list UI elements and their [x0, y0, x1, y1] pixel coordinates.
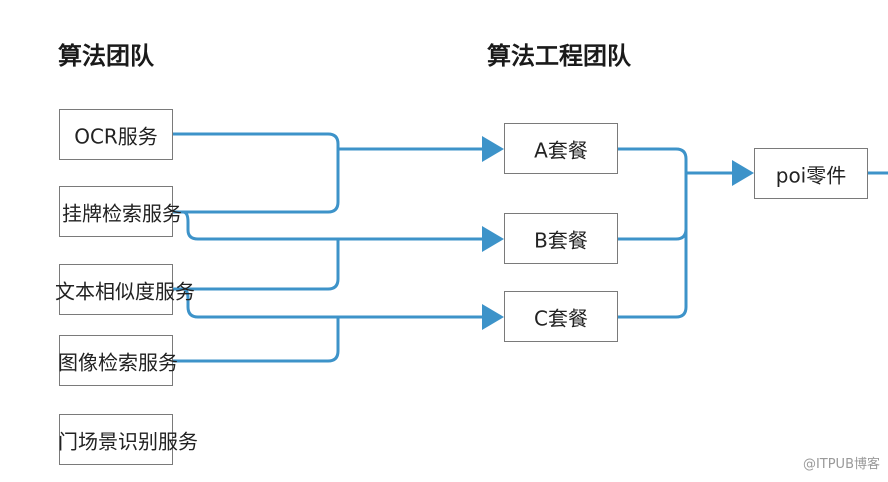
arrowhead-c [482, 304, 504, 330]
service-box-plate-search [59, 186, 173, 237]
service-label-text-similarity: 文本相似度服务 [55, 279, 195, 304]
package-label-b: B套餐 [534, 228, 588, 253]
component-label-poi: poi零件 [775, 163, 847, 188]
service-label-image-search: 图像检索服务 [58, 350, 178, 375]
package-box-c [504, 291, 618, 342]
arrowhead-b [482, 226, 504, 252]
component-box-poi [754, 148, 868, 199]
package-label-a: A套餐 [534, 138, 588, 163]
service-box-door-scene [59, 414, 173, 465]
watermark: @ITPUB博客 [802, 457, 880, 472]
arrowhead-a [482, 136, 504, 162]
algorithm-team-heading: 算法团队 [58, 42, 154, 70]
service-box-ocr [59, 109, 173, 160]
connector-c-to-poi [616, 171, 688, 319]
service-label-ocr: OCR服务 [74, 124, 158, 149]
service-label-door-scene: 门场景识别服务 [58, 429, 198, 454]
service-box-image-search [59, 335, 173, 386]
connector-text-to-b [170, 237, 340, 291]
connector-a-to-poi [616, 147, 737, 175]
package-box-a [504, 123, 618, 174]
package-label-c: C套餐 [534, 306, 588, 331]
connector-b-to-poi [616, 171, 688, 241]
connector-text-to-c [181, 287, 487, 319]
connector-ocr-to-a [170, 132, 487, 151]
connector-plate-to-a [170, 147, 340, 214]
connector-plate-to-b [181, 210, 487, 241]
package-box-b [504, 213, 618, 264]
algorithm-engineering-team-heading: 算法工程团队 [487, 42, 631, 70]
service-box-text-similarity [59, 264, 173, 315]
connector-image-to-c [170, 315, 340, 363]
service-label-plate-search: 挂牌检索服务 [62, 201, 182, 226]
arrowhead-poi [732, 160, 754, 186]
